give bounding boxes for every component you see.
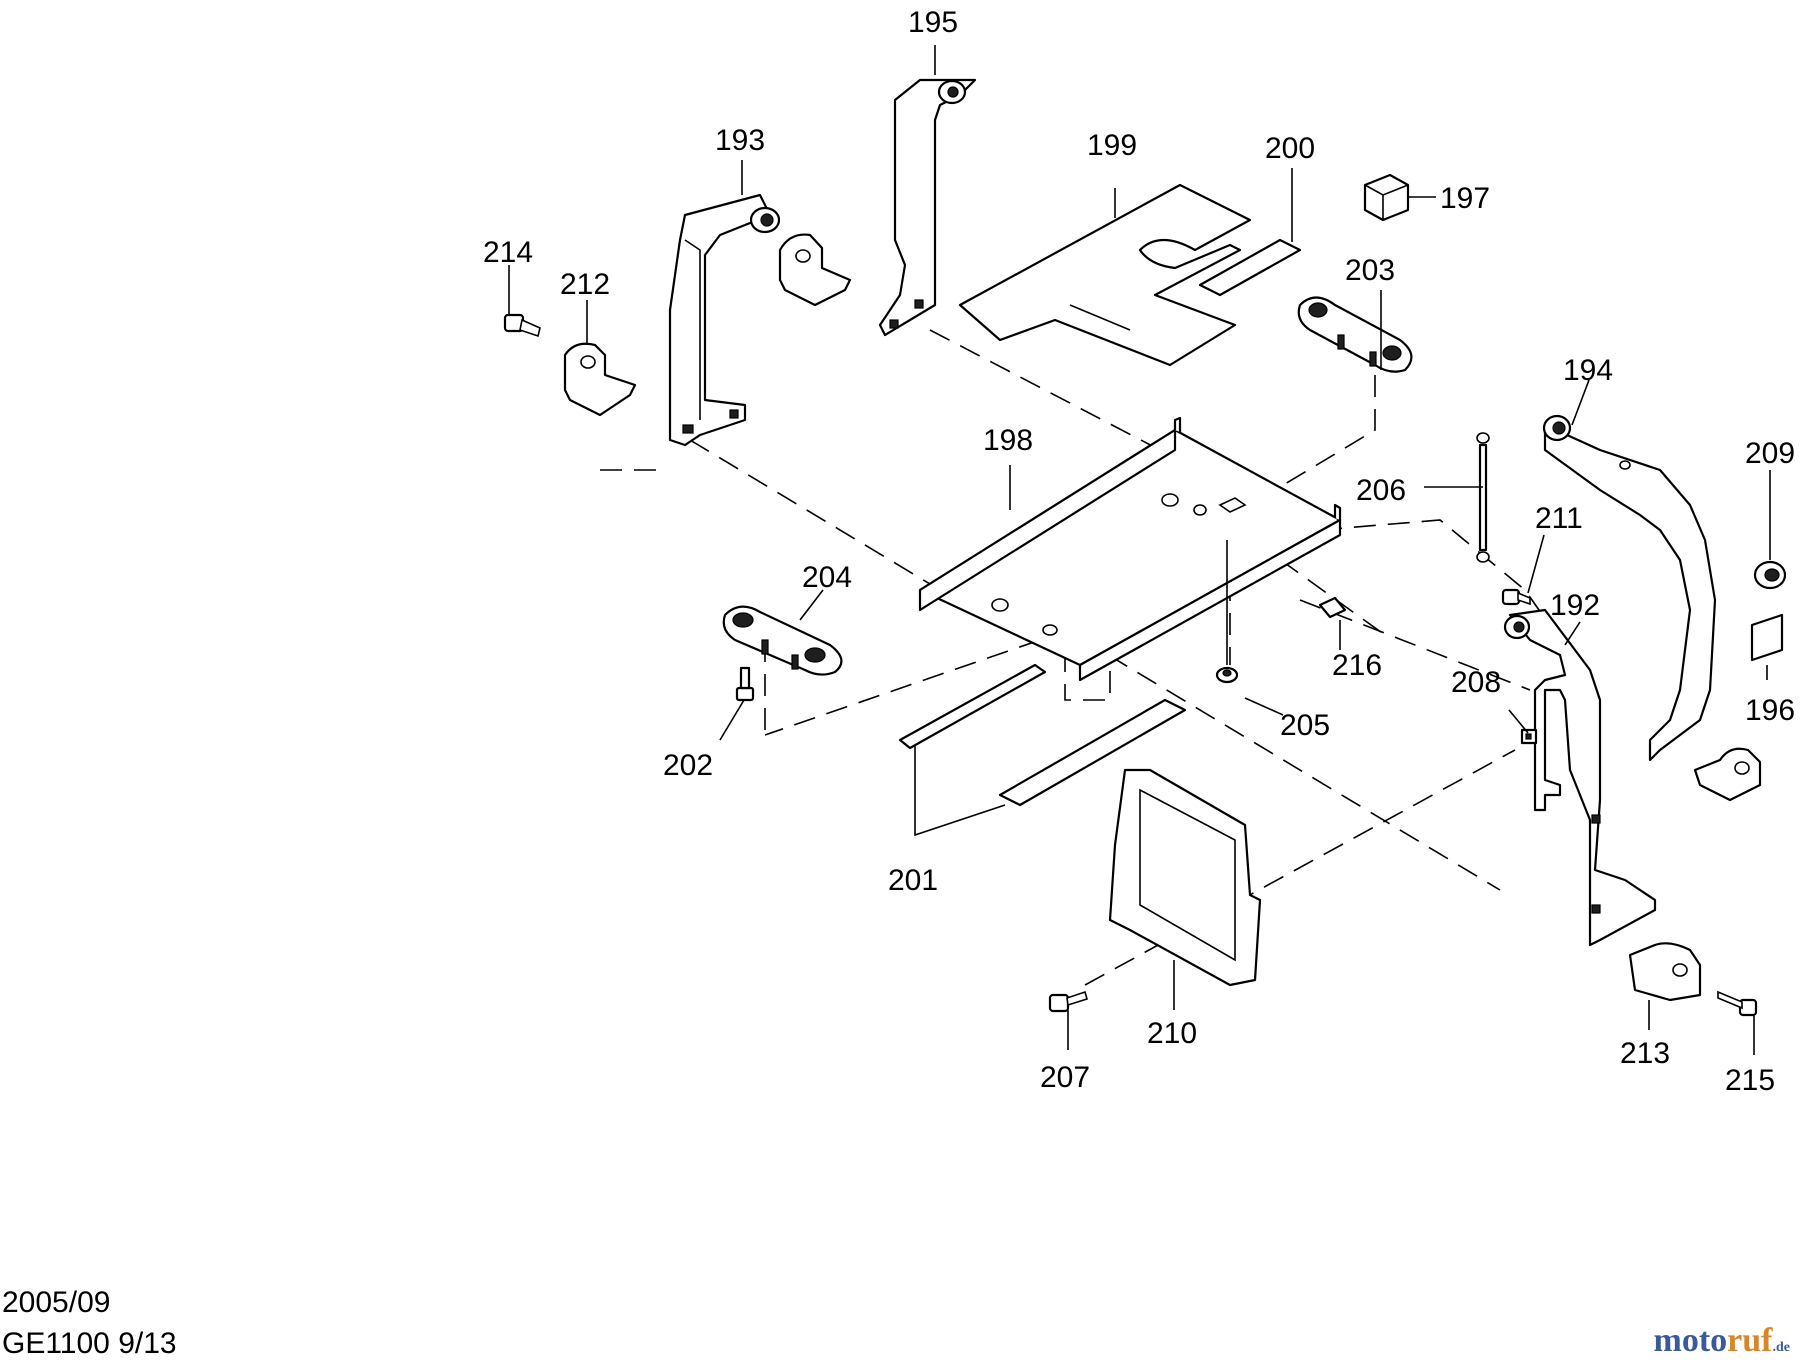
- part-203-link-plate: [1297, 296, 1413, 373]
- watermark-part-2: ruf: [1727, 1322, 1773, 1359]
- part-195-rear-bracket: [878, 78, 977, 337]
- part-200-strip: [1198, 238, 1302, 297]
- callout-203: 203: [1345, 254, 1395, 287]
- part-204-link-plate: [722, 605, 843, 676]
- part-193-left-bracket: [668, 193, 781, 447]
- callout-208: 208: [1451, 666, 1501, 699]
- part-202-screw: [735, 666, 755, 702]
- watermark-part-3: .de: [1772, 1340, 1791, 1355]
- part-215-bolt: [1717, 990, 1758, 1017]
- callout-202: 202: [663, 749, 713, 782]
- part-197-cube: [1363, 173, 1410, 222]
- part-206-rod: [1476, 432, 1490, 563]
- callout-197: 197: [1440, 182, 1490, 215]
- part-210-gasket: [1108, 768, 1262, 987]
- callout-201: 201: [888, 864, 938, 897]
- part-214-bolt: [503, 313, 541, 338]
- part-207-bolt: [1048, 990, 1088, 1013]
- callout-199: 199: [1087, 129, 1137, 162]
- callout-209: 209: [1745, 437, 1795, 470]
- callout-194: 194: [1563, 354, 1613, 387]
- callout-195: 195: [908, 6, 958, 39]
- callout-205: 205: [1280, 709, 1330, 742]
- callout-192: 192: [1550, 589, 1600, 622]
- callout-214: 214: [483, 236, 533, 269]
- callout-labels: 195 193 199 200 197 203 214 212 194 209 …: [483, 6, 1795, 1097]
- callout-196: 196: [1745, 694, 1795, 727]
- watermark-part-1: moto: [1653, 1322, 1728, 1359]
- callout-215: 215: [1725, 1064, 1775, 1097]
- part-192-right-bracket: [1503, 608, 1657, 947]
- part-205-grommet: [1215, 540, 1239, 684]
- part-rear-mount-block: [778, 233, 852, 307]
- part-196-block: [1750, 613, 1784, 662]
- callout-193: 193: [715, 124, 765, 157]
- part-194-right-bracket: [1542, 414, 1717, 762]
- part-216-pad: [1318, 596, 1347, 619]
- callout-213: 213: [1620, 1037, 1670, 1070]
- watermark-logo: motoruf.de: [1654, 1322, 1790, 1360]
- part-211-bolt: [1501, 588, 1531, 606]
- part-198-base-plate: [918, 416, 1342, 682]
- callout-210: 210: [1147, 1017, 1197, 1050]
- part-213-mount-block: [1628, 942, 1702, 1002]
- part-201-strips: [898, 663, 1187, 807]
- callout-207: 207: [1040, 1061, 1090, 1094]
- part-right-mount-block: [1693, 747, 1762, 802]
- footer-date: 2005/09: [2, 1286, 111, 1319]
- leader-lines: [508, 45, 1771, 1055]
- callout-211: 211: [1535, 502, 1583, 535]
- part-208-clip: [1520, 728, 1538, 745]
- callout-206: 206: [1356, 474, 1406, 507]
- callout-198: 198: [983, 424, 1033, 457]
- footer-model-code: GE1100 9/13: [2, 1327, 177, 1360]
- callout-204: 204: [802, 561, 852, 594]
- part-199-top-plate: [958, 183, 1252, 367]
- callout-200: 200: [1265, 132, 1315, 165]
- part-212-mount-block: [563, 342, 637, 417]
- part-209-grommet: [1753, 560, 1787, 590]
- callout-216: 216: [1332, 649, 1382, 682]
- callout-212: 212: [560, 268, 610, 301]
